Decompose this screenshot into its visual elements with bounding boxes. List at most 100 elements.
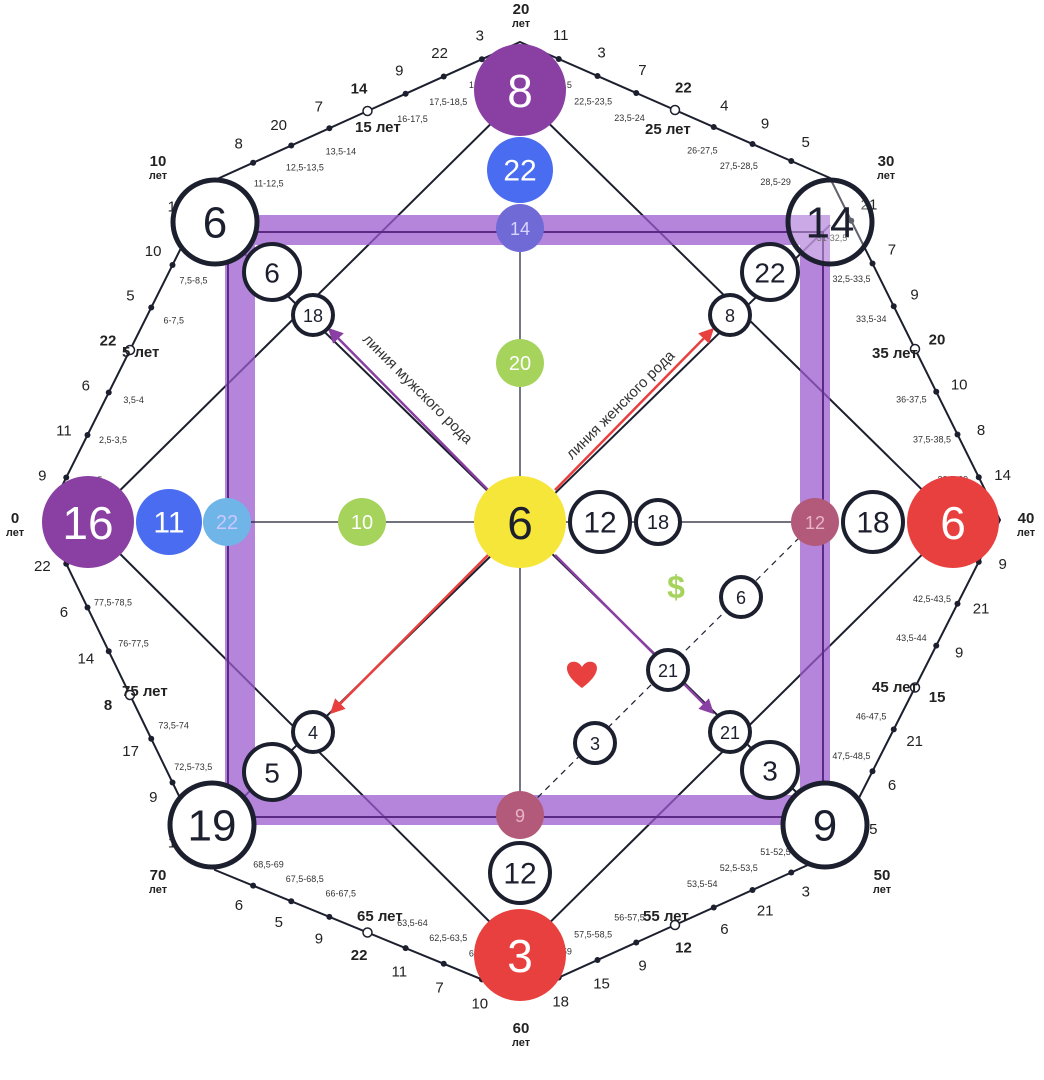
node-circle <box>42 476 134 568</box>
age-range-label: 37,5-38,5 <box>913 435 951 445</box>
age-25: 25 лет <box>645 121 691 138</box>
age-20-unit: лет <box>512 18 531 30</box>
outer-number: 12 <box>675 939 692 956</box>
node-right: 6 <box>907 476 999 568</box>
tick-dot <box>362 105 373 117</box>
tick-dot <box>788 869 795 876</box>
tick-dot <box>250 159 257 166</box>
node-value: 9 <box>515 806 525 826</box>
outer-number: 9 <box>149 789 157 806</box>
outer-number: 7 <box>888 241 896 258</box>
outer-number: 3 <box>802 884 810 901</box>
node-value: 6 <box>264 258 280 289</box>
age-40: 40 <box>1018 510 1035 527</box>
tick-dot <box>148 304 155 311</box>
tick-dot <box>954 431 961 438</box>
outer-number: 11 <box>56 422 72 439</box>
node-circle <box>474 476 566 568</box>
outer-number: 22 <box>431 45 448 62</box>
age-range-label: 6-7,5 <box>164 315 185 325</box>
outer-number: 20 <box>929 331 946 348</box>
node-tl2: 6 <box>242 242 302 302</box>
outer-number: 22 <box>34 558 51 575</box>
age-50: 50 <box>874 867 891 884</box>
outer-number: 7 <box>315 99 323 116</box>
outer-number: 6 <box>235 897 243 914</box>
node-br2: 3 <box>740 740 800 800</box>
age-range-label: 33,5-34 <box>856 314 887 324</box>
age-range-label: 77,5-78,5 <box>94 597 132 607</box>
tick-dot <box>594 73 601 79</box>
outer-number: 18 <box>552 993 569 1010</box>
node-circle <box>740 242 800 302</box>
age-range-label: 68,5-69 <box>253 860 284 870</box>
age-40-unit: лет <box>1017 527 1036 539</box>
tick-dot <box>288 898 295 905</box>
node-br: 9 <box>780 780 870 870</box>
tick-dot <box>933 642 940 649</box>
age-range-label: 2,5-3,5 <box>99 435 127 445</box>
age-range-label: 16-17,5 <box>397 114 428 124</box>
node-value: 5 <box>264 758 280 789</box>
tick-dot <box>594 957 601 963</box>
node-bl2: 5 <box>242 742 302 802</box>
male-line-down <box>554 554 715 715</box>
node-circle <box>719 575 763 619</box>
node-bl: 19 <box>167 780 257 870</box>
outer-number: 20 <box>270 117 287 134</box>
node-tr: 14 <box>785 177 875 267</box>
node-top3: 14 <box>496 204 544 252</box>
node-circle <box>136 489 202 555</box>
outer-number: 9 <box>38 467 46 484</box>
tick-dot <box>975 474 982 481</box>
outer-number: 9 <box>638 958 646 975</box>
node-value: 19 <box>188 802 237 851</box>
node-leftmid: 10 <box>338 498 386 546</box>
node-value: 14 <box>806 199 855 248</box>
outer-number: 3 <box>476 27 484 44</box>
age-range-label: 28,5-29 <box>760 177 791 187</box>
node-bl3: 4 <box>291 710 335 754</box>
node-value: 3 <box>590 734 600 754</box>
age-range-label: 26-27,5 <box>687 145 718 155</box>
age-5: 5 лет <box>122 344 159 361</box>
node-value: 6 <box>203 199 227 248</box>
outer-number: 21 <box>906 733 923 750</box>
outer-number: 4 <box>720 97 728 114</box>
age-20: 20 <box>513 1 530 18</box>
node-value: 6 <box>507 497 533 549</box>
tick-dot <box>326 125 333 132</box>
node-right3: 12 <box>791 498 839 546</box>
node-circle <box>496 791 544 839</box>
node-value: 6 <box>940 497 966 549</box>
tick-dot <box>440 73 447 80</box>
age-range-label: 11-12,5 <box>254 179 284 189</box>
tick-dot <box>169 779 176 786</box>
node-circle <box>573 721 617 765</box>
outer-number: 7 <box>435 979 443 996</box>
age-range-label: 46-47,5 <box>856 712 887 722</box>
node-tl3: 18 <box>291 293 335 337</box>
node-topmid: 20 <box>496 339 544 387</box>
outer-number: 6 <box>82 377 90 394</box>
tick-dot <box>909 682 921 693</box>
dollar-icon: $ <box>667 569 685 605</box>
node-bottom3: 9 <box>496 791 544 839</box>
outer-number: 14 <box>78 651 95 668</box>
node-value: 9 <box>813 802 837 851</box>
node-circle <box>646 648 690 692</box>
node-value: 12 <box>583 507 616 540</box>
tick-dot <box>250 882 257 889</box>
heart-icon <box>567 661 597 688</box>
outer-number: 5 <box>801 134 809 151</box>
age-tick-dots <box>63 56 982 983</box>
node-bottom2: 12 <box>488 841 552 905</box>
age-range-label: 62,5-63,5 <box>429 933 467 943</box>
outer-number: 7 <box>638 62 646 79</box>
outer-number: 11 <box>392 963 408 980</box>
outer-number: 9 <box>761 116 769 133</box>
node-tr3: 8 <box>708 293 752 337</box>
node-value: 3 <box>762 756 778 787</box>
node-bottom: 3 <box>474 909 566 1001</box>
tick-dot <box>749 887 756 893</box>
